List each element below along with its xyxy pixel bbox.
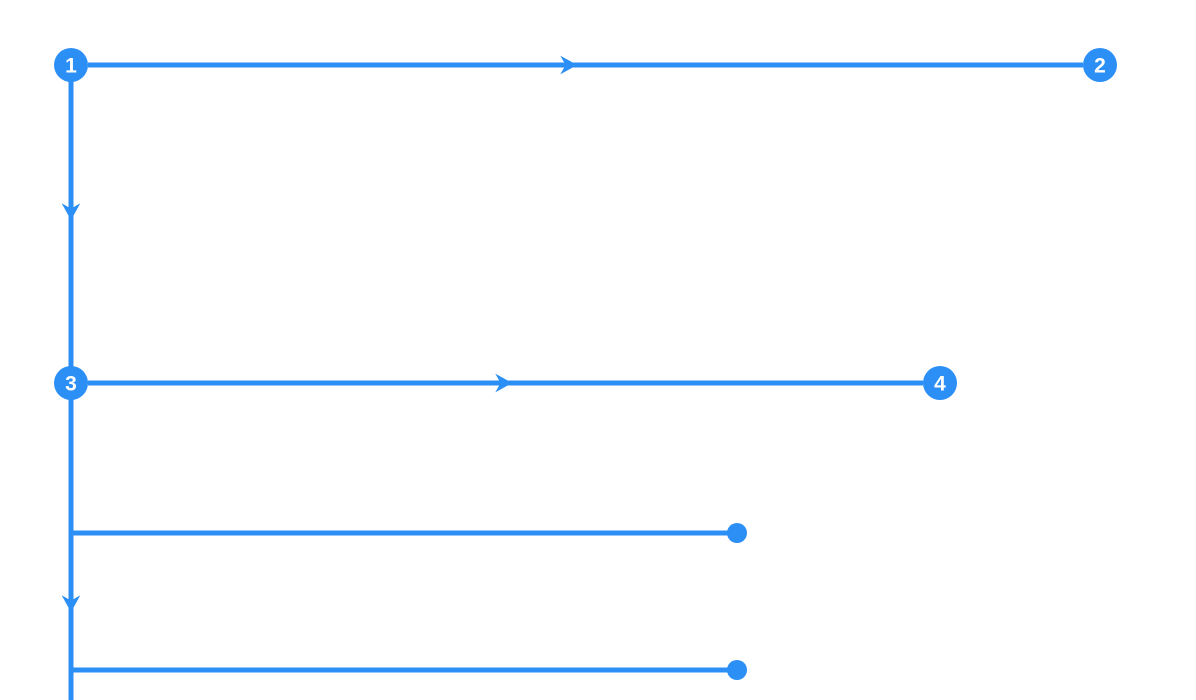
node-label: 2 xyxy=(1094,55,1106,78)
connectors-group xyxy=(71,55,1083,673)
node-1[interactable]: 1 xyxy=(54,48,88,82)
endpoint-dots-group xyxy=(727,523,747,680)
node-circle[interactable] xyxy=(54,366,88,400)
node-label: 4 xyxy=(934,373,946,396)
node-3[interactable]: 3 xyxy=(54,366,88,400)
connector-right-arrow-icon xyxy=(560,55,578,75)
node-circle[interactable] xyxy=(1083,48,1117,82)
node-circle[interactable] xyxy=(54,48,88,82)
node-2[interactable]: 2 xyxy=(1083,48,1117,82)
connector-3-to-4 xyxy=(88,373,923,393)
numbered-nodes-group: 1 2 3 4 xyxy=(54,48,1117,400)
node-label: 1 xyxy=(65,55,77,78)
endpoint-dot[interactable] xyxy=(727,660,747,680)
connector-right-arrow-icon xyxy=(495,373,513,393)
spine-down-arrow-icon xyxy=(61,203,81,221)
connector-1-to-2 xyxy=(88,55,1083,75)
node-label: 3 xyxy=(65,373,77,396)
spine-down-arrow-icon xyxy=(61,595,81,613)
node-circle[interactable] xyxy=(923,366,957,400)
node-4[interactable]: 4 xyxy=(923,366,957,400)
endpoint-dot[interactable] xyxy=(727,523,747,543)
